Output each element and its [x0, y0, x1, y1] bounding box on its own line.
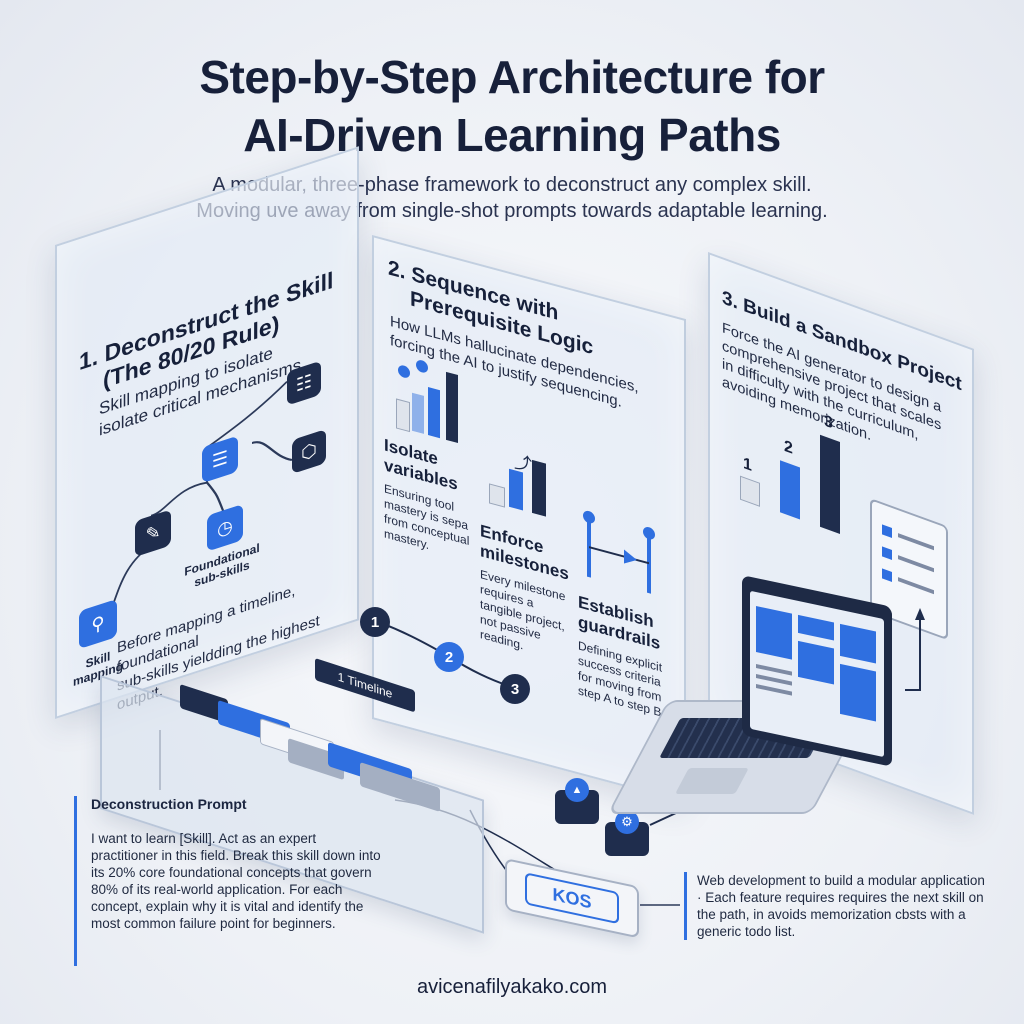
timeline-step-3: 3: [500, 674, 530, 704]
laptop-touchpad: [675, 768, 749, 794]
subtitle-line-1: A modular, three-phase framework to deco…: [212, 174, 812, 196]
web-block: [798, 640, 834, 685]
web-development-note: Web development to build a modular appli…: [684, 872, 987, 940]
web-line: [756, 673, 792, 686]
web-development-text: Web development to build a modular appli…: [697, 873, 985, 939]
web-line: [756, 683, 792, 696]
prompt-text: I want to learn [Skill]. Act as an exper…: [91, 831, 381, 931]
phase-2-panel: 2. Sequence with Prerequisite Logic How …: [372, 235, 686, 804]
timeline-step-2: 2: [434, 642, 464, 672]
kos-logo: KOS: [525, 872, 619, 925]
web-block: [756, 605, 792, 660]
page-title: Step-by-Step Architecture for AI-Driven …: [0, 48, 1024, 164]
play-cube: ▲: [555, 778, 599, 824]
web-line: [756, 663, 792, 676]
play-icon: ▲: [565, 778, 589, 802]
deconstruction-prompt-box: Deconstruction Prompt I want to learn [S…: [74, 796, 381, 966]
web-block: [840, 623, 876, 664]
web-block: [798, 614, 834, 641]
phase-1-panel: 1. Deconstruct the Skill (The 80/20 Rule…: [55, 146, 359, 719]
gear-cube: ⚙: [605, 810, 649, 856]
web-block: [840, 663, 876, 722]
laptop-screen: [742, 575, 892, 767]
guardrails-icon: [583, 510, 655, 594]
title-line-1: Step-by-Step Architecture for: [199, 51, 825, 103]
gear-icon: ⚙: [615, 810, 639, 834]
title-line-2: AI-Driven Learning Paths: [243, 109, 781, 161]
timeline-step-1: 1: [360, 607, 390, 637]
site-footer: avicenafilyakako.com: [416, 976, 608, 998]
laptop-webpage: [750, 590, 884, 758]
prompt-title: Deconstruction Prompt: [91, 796, 247, 812]
